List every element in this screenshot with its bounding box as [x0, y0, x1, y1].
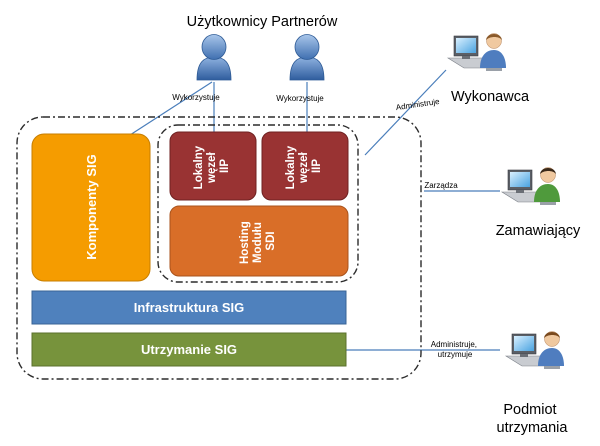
connector-lines: [129, 69, 500, 351]
wezel1-line1: Lokalny: [193, 145, 205, 189]
partner-users-title: Użytkownicy Partnerów: [187, 14, 338, 30]
block-lokalny-wezel-2: Lokalny węzeł IIP: [261, 131, 349, 201]
connector-label-manages: Zarządza: [424, 181, 458, 190]
partner-user-2-icon: [289, 34, 325, 81]
infrastruktura-label: Infrastruktura SIG: [134, 300, 245, 315]
block-infrastruktura-sig: Infrastruktura SIG: [31, 290, 347, 325]
connector-label-administers-maintains-1: Administruje,: [431, 340, 477, 349]
utrzymanie-label: Utrzymanie SIG: [141, 342, 237, 357]
zamawiajacy-computer-user-icon: [500, 167, 560, 205]
svg-text:Lokalny węzeł IIP: Lokalny węzeł IIP: [193, 143, 231, 190]
block-lokalny-wezel-1: Lokalny węzeł IIP: [169, 131, 257, 201]
svg-text:Hosting Modułu SDI: Hosting Modułu SDI: [239, 218, 277, 264]
block-utrzymanie-sig: Utrzymanie SIG: [31, 332, 347, 367]
podmiot-utrzymania-computer-user-icon: [504, 331, 564, 369]
block-komponenty-sig: Komponenty SIG: [31, 133, 151, 282]
connector-label-administers-maintains-2: utrzymuje: [438, 350, 473, 359]
connector-label-uses-2: Wykorzystuje: [276, 94, 324, 103]
inner-hosting-boundary: [157, 124, 359, 283]
wezel1-line3: IIP: [219, 159, 231, 173]
actor-podmiot-line1: Podmiot: [503, 402, 556, 418]
connector-label-administers: Administruje: [395, 97, 440, 112]
hosting-line1: Hosting: [239, 221, 251, 264]
svg-text:Podmiot utrzymania: Podmiot utrzymania: [497, 402, 569, 436]
actor-zamawiajacy-name: Zamawiający: [496, 223, 581, 239]
connector-wykonawca: [364, 69, 447, 156]
hosting-line3: SDI: [265, 231, 277, 250]
svg-text:Lokalny węzeł IIP: Lokalny węzeł IIP: [285, 143, 323, 190]
wezel2-line1: Lokalny: [285, 145, 297, 189]
actor-wykonawca-name: Wykonawca: [451, 89, 530, 105]
block-hosting-modulu-sdi: Hosting Modułu SDI: [169, 205, 349, 277]
connector-label-uses-1: Wykorzystuje: [172, 93, 220, 102]
komponenty-label: Komponenty SIG: [84, 154, 99, 259]
hosting-line2: Modułu: [252, 222, 264, 263]
connector-user1-to-komponenty: [129, 81, 213, 136]
actor-podmiot-line2: utrzymania: [497, 420, 569, 436]
outer-system-boundary: [16, 116, 422, 380]
svg-text:Administruje, utrzymuje: Administruje, utrzymuje: [431, 340, 479, 359]
partner-user-1-icon: [196, 34, 232, 81]
wezel2-line3: IIP: [311, 159, 323, 173]
wykonawca-computer-user-icon: [446, 33, 506, 71]
wezel1-line2: węzeł: [206, 151, 218, 183]
wezel2-line2: węzeł: [298, 151, 310, 183]
